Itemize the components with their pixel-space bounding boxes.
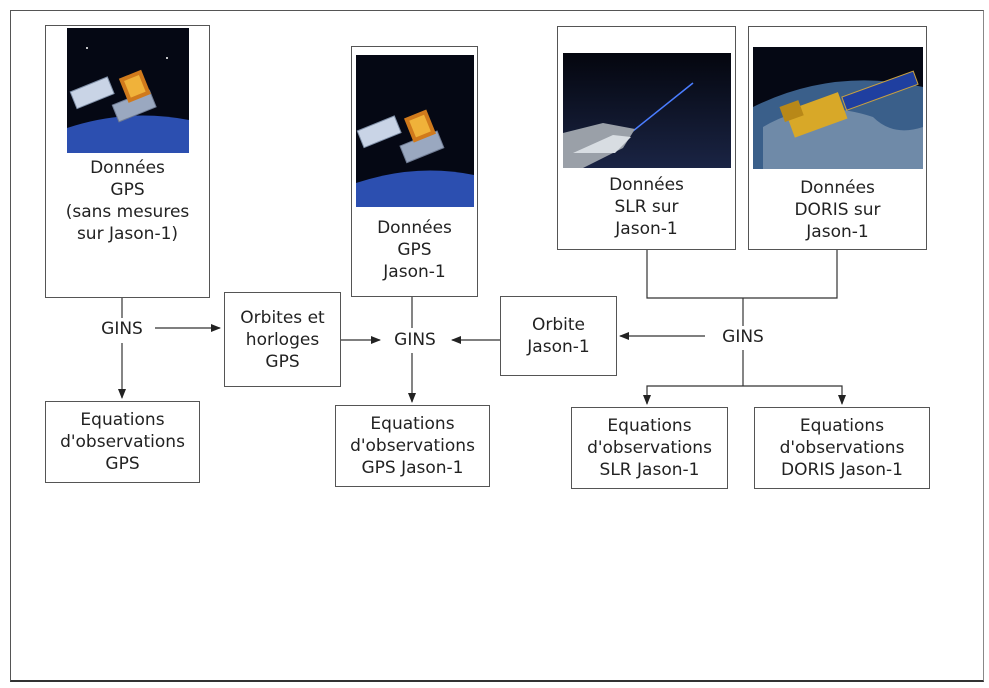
edge-slr-doris-merge bbox=[646, 250, 838, 299]
gins-right-label: GINS bbox=[722, 327, 764, 347]
orbit-jason-label: Orbite Jason-1 bbox=[527, 315, 590, 357]
gps-data-label: Données GPS (sans mesures sur Jason-1) bbox=[65, 158, 190, 244]
doris-data-node: Données DORIS sur Jason-1 bbox=[748, 26, 927, 250]
gps-satellite-image bbox=[66, 28, 189, 153]
orbits-clocks-gps-label: Orbites et horloges GPS bbox=[240, 307, 325, 372]
eq-gps-label: Equations d'observations GPS bbox=[60, 410, 185, 474]
gps-satellite-image bbox=[355, 55, 474, 207]
eq-gps-jason-label: Equations d'observations GPS Jason-1 bbox=[350, 414, 475, 478]
edge-split-eq-slr bbox=[643, 385, 743, 405]
jason-satellite-image bbox=[752, 47, 923, 169]
eq-doris-jason-node: Equations d'observations DORIS Jason-1 bbox=[754, 407, 930, 489]
gins-left-label: GINS bbox=[101, 319, 143, 339]
edge-split-eq-doris bbox=[743, 385, 846, 405]
eq-gps-node: Equations d'observations GPS bbox=[45, 401, 200, 483]
orbits-clocks-gps-node: Orbites et horloges GPS bbox=[224, 292, 341, 387]
eq-doris-jason-label: Equations d'observations DORIS Jason-1 bbox=[779, 416, 905, 480]
eq-slr-jason-label: Equations d'observations SLR Jason-1 bbox=[587, 416, 712, 480]
slr-data-node: Données SLR sur Jason-1 bbox=[557, 26, 736, 250]
doris-data-label: Données DORIS sur Jason-1 bbox=[794, 178, 881, 242]
slr-data-label: Données SLR sur Jason-1 bbox=[609, 175, 684, 239]
gps-jason-data-label: Données GPS Jason-1 bbox=[377, 218, 452, 282]
diagram-frame bbox=[10, 10, 984, 682]
gps-jason-data-node: Données GPS Jason-1 bbox=[351, 46, 478, 297]
gps-data-node: Données GPS (sans mesures sur Jason-1) bbox=[45, 25, 210, 298]
orbit-jason-node: Orbite Jason-1 bbox=[500, 296, 617, 376]
gins-center-label: GINS bbox=[394, 330, 436, 350]
eq-gps-jason-node: Equations d'observations GPS Jason-1 bbox=[335, 405, 490, 487]
slr-station-image bbox=[562, 53, 731, 168]
eq-slr-jason-node: Equations d'observations SLR Jason-1 bbox=[571, 407, 728, 489]
